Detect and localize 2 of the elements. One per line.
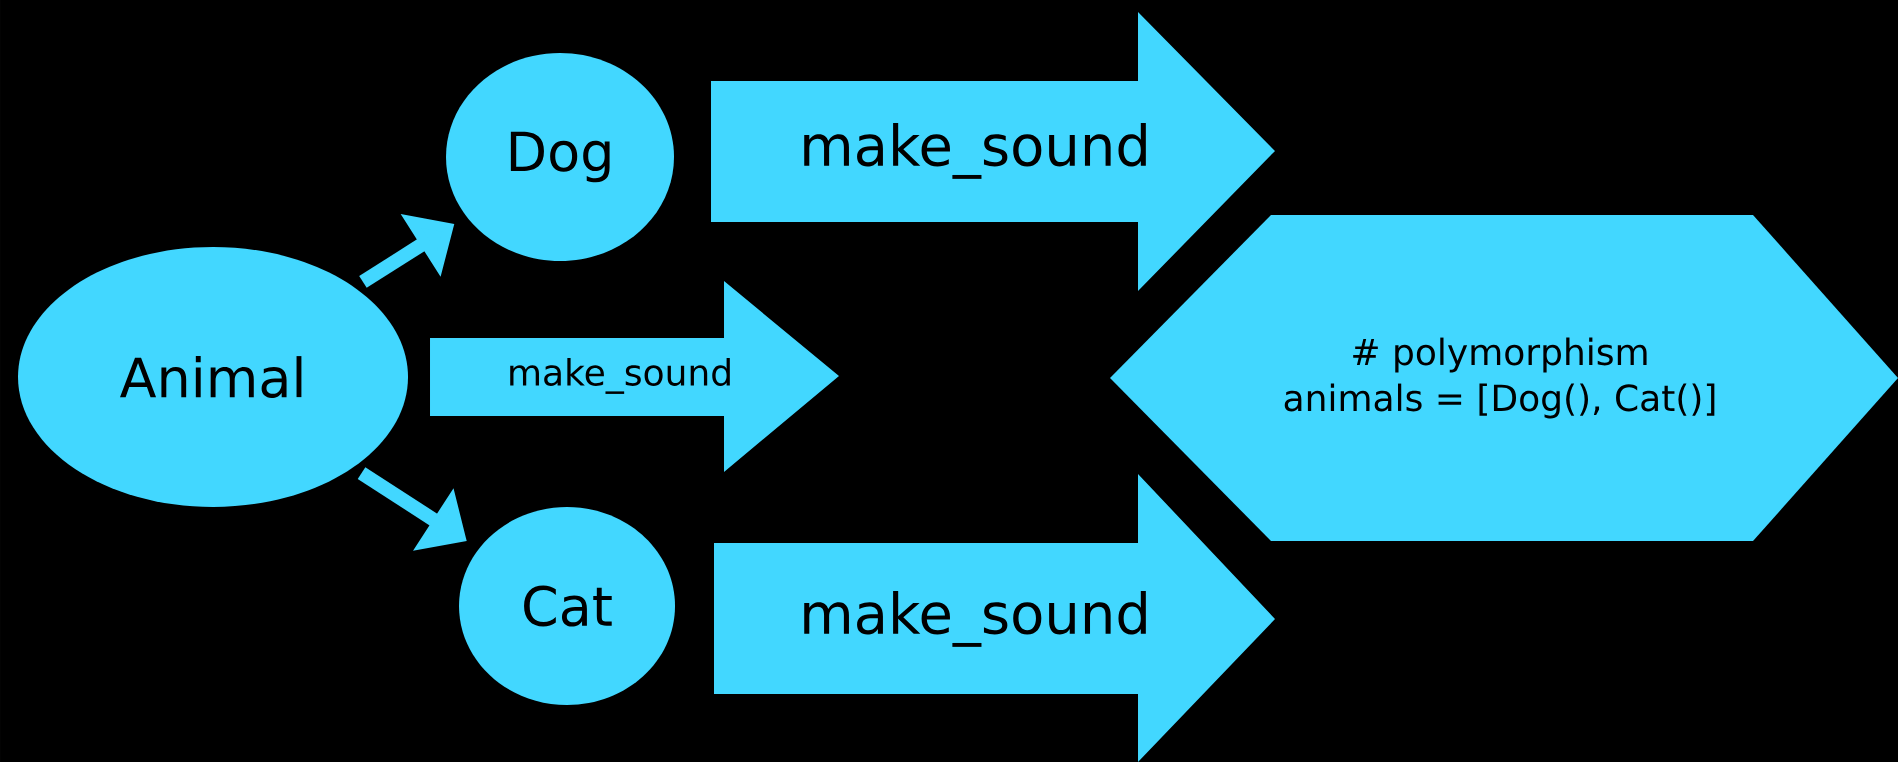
oval: Animal <box>18 247 408 507</box>
hexagon: # polymorphism animals = [Dog(), Cat()] <box>1110 215 1898 541</box>
